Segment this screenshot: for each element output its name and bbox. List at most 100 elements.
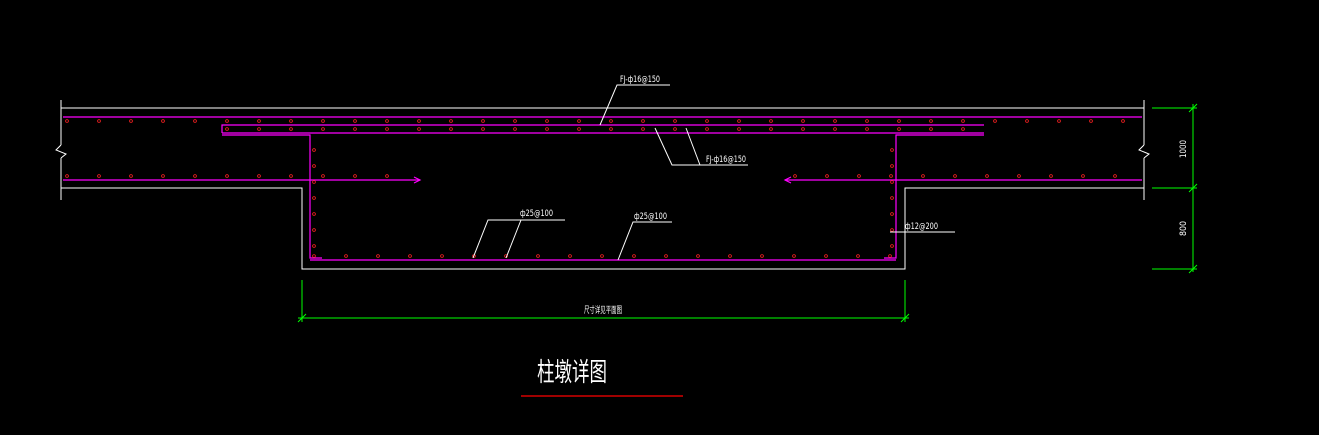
rebar-dot <box>825 174 829 178</box>
bottom-rebar-left-hook <box>413 176 422 184</box>
dim-tick-left <box>297 313 307 323</box>
rebar-dot <box>961 119 965 123</box>
rebar-dot <box>953 174 957 178</box>
rebar-dot <box>289 119 293 123</box>
rebar-dot <box>312 212 316 216</box>
rebar-dot <box>257 127 261 131</box>
rebar-dot <box>440 254 444 258</box>
leader-additional-rebar <box>654 127 748 166</box>
rebar-dot <box>705 127 709 131</box>
rebar-dot <box>609 127 613 131</box>
rebar-dot <box>481 127 485 131</box>
rebar-dot <box>857 174 861 178</box>
rebar-dot <box>312 180 316 184</box>
rebar-dot <box>673 119 677 123</box>
slab-right-break-mark <box>1138 144 1150 159</box>
rebar-dot <box>890 212 894 216</box>
rebar-dot <box>728 254 732 258</box>
rebar-dot <box>289 174 293 178</box>
rebar-dot <box>481 119 485 123</box>
pier-stirrup-right <box>884 134 984 259</box>
rebar-dot <box>577 127 581 131</box>
rebar-dot <box>641 127 645 131</box>
rebar-dot <box>536 254 540 258</box>
rebar-section-dots <box>65 119 1125 258</box>
rebar-dot <box>609 119 613 123</box>
rebar-dot <box>888 254 892 258</box>
rebar-dot <box>545 127 549 131</box>
rebar-dot <box>513 119 517 123</box>
additional-top-rebar-upper <box>221 124 984 133</box>
rebar-dot <box>801 127 805 131</box>
rebar-dot <box>193 174 197 178</box>
rebar-dot <box>737 119 741 123</box>
rebar-dot <box>161 119 165 123</box>
rebar-dot <box>929 119 933 123</box>
rebar-dot <box>897 119 901 123</box>
rebar-dot <box>312 244 316 248</box>
rebar-dot <box>632 254 636 258</box>
rebar-dot <box>353 119 357 123</box>
leader-top-rebar <box>599 84 670 126</box>
rebar-dot <box>664 254 668 258</box>
dim-slab-thickness: 1000 <box>1179 140 1189 158</box>
label-bottom-rebar-b: ф25@100 <box>634 212 667 222</box>
drawing-title: 柱墩详图 <box>537 358 607 388</box>
bottom-rebar-right-hook <box>783 176 792 184</box>
rebar-dot <box>129 174 133 178</box>
rebar-dot <box>1113 174 1117 178</box>
dim-tick-bottom <box>1188 264 1198 274</box>
dim-width-note: 尺寸详见平面图 <box>584 304 622 316</box>
rebar-dot <box>417 127 421 131</box>
rebar-dot <box>312 228 316 232</box>
rebar-dot <box>385 127 389 131</box>
rebar-dot <box>65 119 69 123</box>
rebar-dot <box>97 174 101 178</box>
rebar-dot <box>641 119 645 123</box>
rebar-dot <box>1049 174 1053 178</box>
rebar-dot <box>376 254 380 258</box>
rebar-dot <box>929 127 933 131</box>
rebar-dot <box>890 196 894 200</box>
rebar-dot <box>1025 119 1029 123</box>
rebar-dot <box>312 164 316 168</box>
slab-left-break-mark <box>55 144 67 159</box>
rebar-dot <box>760 254 764 258</box>
rebar-dot <box>1057 119 1061 123</box>
rebar-dot <box>801 119 805 123</box>
rebar-dot <box>696 254 700 258</box>
rebar-dot <box>921 174 925 178</box>
label-top-rebar: FJ-ф16@150 <box>620 75 660 85</box>
rebar-dot <box>321 119 325 123</box>
rebar-dot <box>889 174 893 178</box>
pier-stirrup-left <box>222 134 322 259</box>
rebar-dot <box>513 127 517 131</box>
rebar-dot <box>890 148 894 152</box>
rebar-dot <box>312 196 316 200</box>
rebar-lines <box>63 116 1142 261</box>
rebar-dot <box>833 127 837 131</box>
rebar-dot <box>225 127 229 131</box>
rebar-dot <box>385 174 389 178</box>
rebar-dot <box>408 254 412 258</box>
rebar-dot <box>417 119 421 123</box>
rebar-dot <box>865 119 869 123</box>
rebar-dot <box>353 127 357 131</box>
rebar-dot <box>344 254 348 258</box>
leader-bottom-rebar-a2 <box>505 219 522 259</box>
rebar-dot <box>449 127 453 131</box>
rebar-dot <box>769 127 773 131</box>
dim-tick-right <box>900 313 910 323</box>
pier-drop-outline <box>61 187 1144 270</box>
rebar-dot <box>449 119 453 123</box>
dim-tick-top <box>1188 103 1198 113</box>
rebar-dot <box>793 174 797 178</box>
rebar-dot <box>545 119 549 123</box>
rebar-dot <box>193 119 197 123</box>
dim-drop-depth: 800 <box>1179 221 1189 236</box>
rebar-dot <box>353 174 357 178</box>
rebar-dot <box>1089 119 1093 123</box>
rebar-dot <box>890 228 894 232</box>
rebar-dot <box>985 174 989 178</box>
